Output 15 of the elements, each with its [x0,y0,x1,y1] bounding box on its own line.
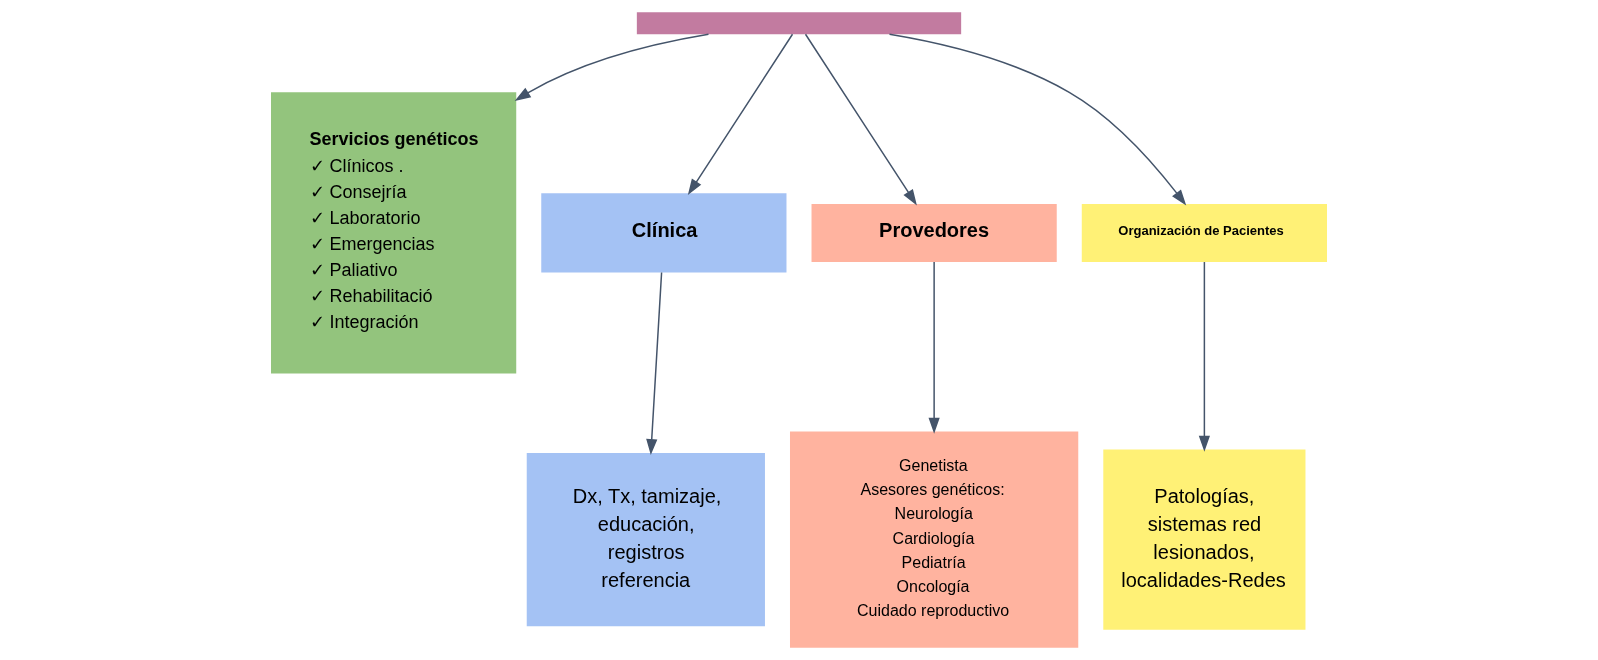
node-box: Genetista Asesores genéticos: Neurología Cardiología Pediatría Oncología Cuidado reproductivo [790,431,1079,648]
arrow [928,261,940,434]
node-box: Provedores [811,203,1057,262]
arrow [1198,261,1210,452]
arrow [646,271,663,456]
arrow [687,33,794,196]
arrow [888,33,1187,206]
node-box: Clínica [541,193,787,273]
node-box: Organización de Pacientes [1081,203,1327,262]
node-box [636,12,962,35]
arrow [514,33,710,102]
node-box: Dx, Tx, tamizaje, educación, registros referencia [526,453,765,627]
node-box: Patologías, sistemas red lesionados, localidades-Redes [1103,449,1306,630]
node-box: Servicios genéticos ✓ Clínicos . ✓ Consejría ✓ Laboratorio ✓ Emergencias ✓ Paliativo ✓ Rehabilitació ✓ Integración [271,92,517,374]
arrow [804,33,917,206]
